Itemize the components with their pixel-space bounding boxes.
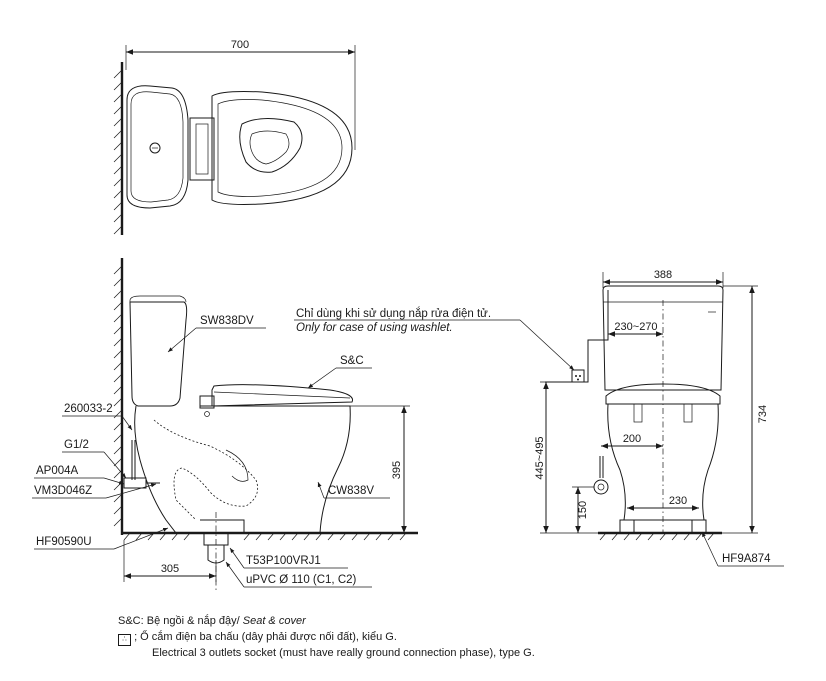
bowl-front (607, 403, 719, 521)
foot-right-front (691, 519, 707, 534)
trapway-side (153, 419, 259, 521)
dim-734-label: 734 (757, 405, 769, 423)
part-label-hf90590u: HF90590U (36, 536, 92, 548)
seat-cover-label: S&C (340, 355, 364, 367)
front-view: 388 230~270 734 445~495 200 150 230 HF9A… (534, 269, 784, 567)
dim-230-label: 230 (669, 495, 687, 507)
washlet-note-en: Only for case of using washlet. (296, 322, 453, 334)
side-view: 395 305 SW838DV S&C CW838V 260033-2 G1/2… (32, 258, 418, 590)
bowl-side (134, 405, 351, 534)
part-label-hf9a874: HF9A874 (722, 553, 771, 565)
part-label-260033-2: 260033-2 (64, 403, 113, 415)
dim-305-label: 305 (161, 563, 179, 575)
flush-button-icon (149, 142, 161, 154)
dim-388-label: 388 (654, 269, 672, 281)
hinge-block (189, 117, 215, 181)
seat-outline-top (211, 91, 353, 205)
tank-front (602, 285, 724, 391)
bowl-model-label: CW838V (328, 485, 374, 497)
dim-445-495-label: 445~495 (534, 436, 546, 479)
tank-side (129, 301, 188, 407)
dim-700-label: 700 (231, 39, 249, 51)
socket-icon: ∴ (118, 634, 131, 646)
part-label-g1-2: G1/2 (64, 439, 89, 451)
seat-hinge-side (199, 395, 215, 409)
part-label-t53p100vrj1: T53P100VRJ1 (246, 555, 321, 567)
legend-sc-en: Seat & cover (242, 615, 306, 627)
part-label-upvc-pipe: uPVC Ø 110 (C1, C2) (246, 574, 357, 586)
dim-395-label: 395 (391, 461, 403, 479)
washlet-note-vi: Chỉ dùng khi sử dụng nắp rửa điện tử. (296, 307, 491, 320)
top-view: 700 (113, 39, 356, 235)
washlet-note: Chỉ dùng khi sử dụng nắp rửa điện tử. On… (294, 307, 585, 383)
legend-socket: ∴ ; Ổ cắm điện ba chấu (dây phải được nố… (118, 630, 397, 646)
seat-front (605, 383, 721, 405)
stop-valve-front (593, 479, 609, 495)
legend-socket-vi: ; Ổ cắm điện ba chấu (dây phải được nối … (134, 631, 397, 643)
legend-sc-prefix: S&C: Bệ ngồi & nắp đậy/ (118, 615, 240, 627)
seat-side (211, 384, 354, 407)
legend-socket-en: Electrical 3 outlets socket (must have r… (152, 647, 535, 659)
dim-230-270-label: 230~270 (614, 321, 657, 333)
part-label-vm3d046z: VM3D046Z (34, 485, 92, 497)
dim-150-label: 150 (577, 501, 589, 519)
tank-model-label: SW838DV (200, 315, 254, 327)
tank-outline-top (126, 85, 189, 209)
part-label-ap004a: AP004A (36, 465, 79, 477)
dim-200-label: 200 (623, 433, 641, 445)
wall-hatch-top (113, 69, 123, 235)
legend-seat-cover: S&C: Bệ ngồi & nắp đậy/ Seat & cover (118, 614, 306, 628)
bowl-opening-top (239, 118, 303, 173)
wall-step-front (545, 290, 609, 383)
foot-left-front (619, 519, 635, 534)
